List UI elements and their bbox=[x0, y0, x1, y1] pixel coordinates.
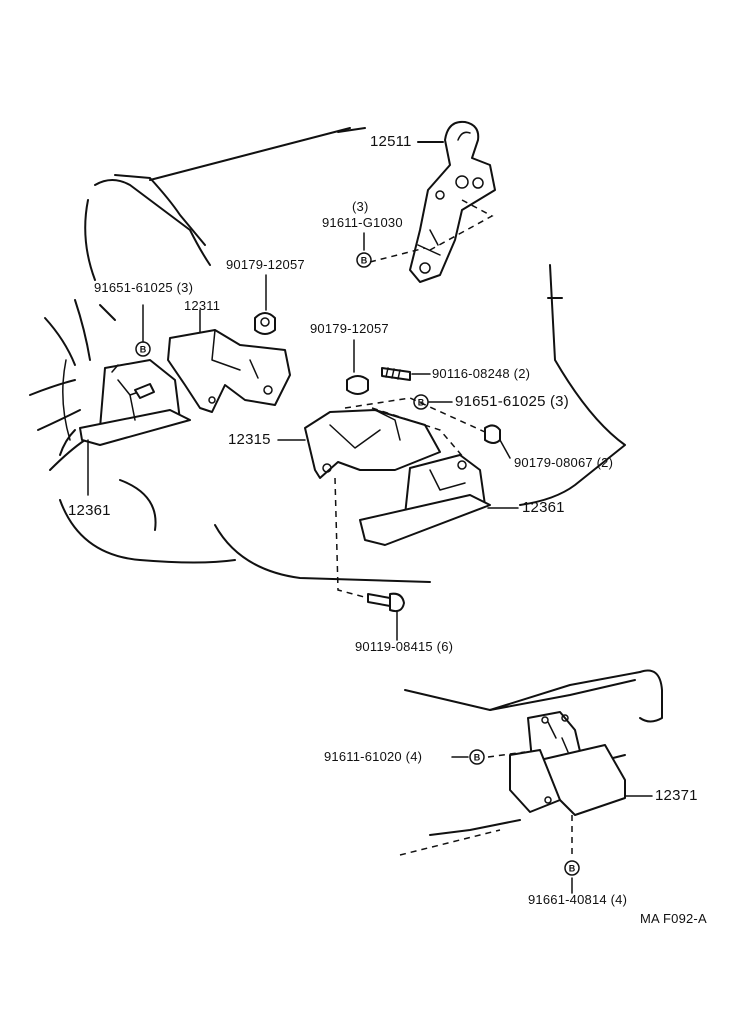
badge-b-91661-40814: B bbox=[564, 860, 580, 876]
part-label-12361-right: 12361 bbox=[522, 499, 565, 516]
engine-block-outline bbox=[59, 127, 626, 583]
part-label-12511: 12511 bbox=[370, 133, 412, 150]
rear-engine-mount-12371 bbox=[509, 711, 653, 816]
svg-text:B: B bbox=[361, 256, 368, 266]
badge-b-91651-right: B bbox=[413, 394, 429, 410]
part-label-12371: 12371 bbox=[655, 787, 698, 804]
svg-text:B: B bbox=[569, 864, 576, 874]
center-bracket-12315 bbox=[277, 409, 441, 479]
engine-hanger-12511 bbox=[409, 120, 496, 283]
badge-b-91611-61020: B bbox=[469, 749, 485, 765]
left-bracket-12311 bbox=[167, 309, 291, 413]
part-label-90116-08248: 90116-08248 (2) bbox=[432, 366, 531, 381]
part-label-91651-61025-left: 91651-61025 (3) bbox=[94, 280, 194, 295]
bolt-90119-08415 bbox=[334, 477, 405, 641]
part-label-90179-12057-center: 90179-12057 bbox=[310, 321, 389, 336]
nut-90179-12057-center bbox=[346, 339, 369, 395]
dashed-bolt-path-top bbox=[429, 199, 494, 251]
stud-90116-08248 bbox=[381, 367, 411, 381]
figure-code: MA F092-A bbox=[640, 911, 707, 926]
qty-label-3: (3) bbox=[352, 199, 369, 214]
part-label-91611-61020: 91611-61020 (4) bbox=[324, 749, 423, 764]
svg-text:B: B bbox=[140, 345, 147, 355]
nut-90179-12057-upper bbox=[254, 274, 276, 335]
part-label-91661-40814: 91661-40814 (4) bbox=[528, 892, 628, 907]
transmission-outline bbox=[399, 669, 663, 856]
dashed-leader-91611-g1030 bbox=[369, 247, 426, 263]
part-label-12315: 12315 bbox=[228, 431, 271, 448]
right-engine-mount-12361 bbox=[359, 454, 519, 546]
part-label-90179-12057-upper: 90179-12057 bbox=[226, 257, 305, 272]
left-engine-mount-12361 bbox=[79, 359, 191, 446]
part-label-90119-08415: 90119-08415 (6) bbox=[355, 639, 454, 654]
part-label-91611-g1030: 91611-G1030 bbox=[322, 215, 403, 230]
part-label-12361-left: 12361 bbox=[68, 502, 111, 519]
badge-b-91651-left: B bbox=[135, 341, 151, 357]
svg-text:B: B bbox=[474, 753, 481, 763]
part-label-91651-61025-right: 91651-61025 (3) bbox=[455, 393, 569, 410]
svg-text:B: B bbox=[418, 398, 425, 408]
part-label-12311: 12311 bbox=[184, 298, 221, 313]
nut-90179-08067 bbox=[484, 424, 511, 459]
badge-b-91611-g1030: B bbox=[356, 252, 372, 268]
part-label-90179-08067: 90179-08067 (2) bbox=[514, 455, 614, 470]
cooling-fan bbox=[29, 299, 116, 471]
dashed-bolt-path-center-2 bbox=[371, 407, 471, 466]
